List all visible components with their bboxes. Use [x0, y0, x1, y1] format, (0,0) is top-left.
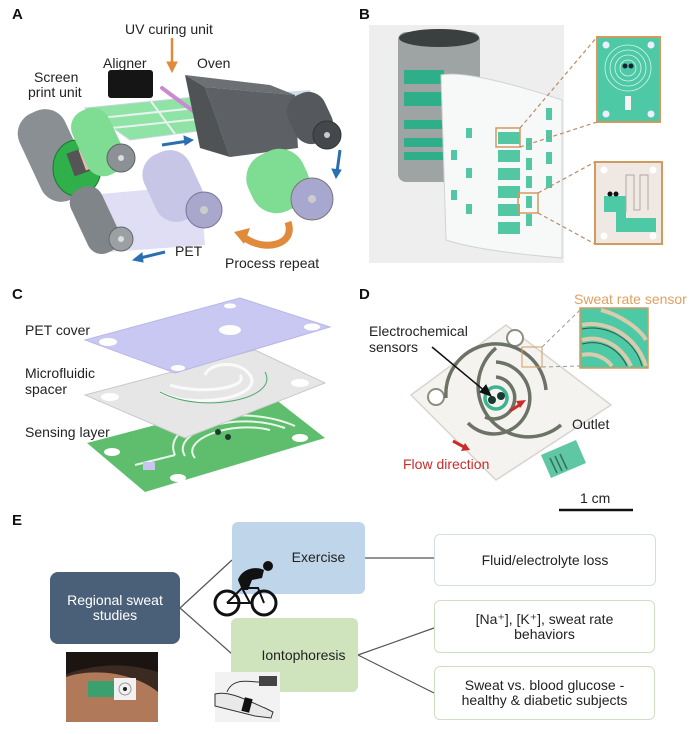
- panel-label-c: C: [12, 286, 23, 303]
- iontophoresis-arm-illustration: [214, 672, 280, 722]
- outlet-label: Outlet: [572, 416, 610, 432]
- pet-label: PET: [175, 243, 203, 259]
- right-top-roller: [286, 91, 342, 150]
- lower-left-roller: [69, 186, 134, 254]
- roll-to-roll-printing-illustration: [17, 38, 342, 263]
- oven-box: [185, 75, 298, 157]
- spiral-channel: [444, 342, 563, 439]
- direction-arrow-icon: [131, 250, 166, 263]
- branch-node-iontophoresis: Iontophoresis: [231, 618, 358, 692]
- flow-arrow-icon: [452, 439, 470, 451]
- outcome-label: Fluid/electrolyte loss: [481, 551, 609, 568]
- forehead-patch-photo: [66, 652, 158, 722]
- outcome-electrolyte-sweat-rate: [Na⁺], [K⁺], sweat rate behaviors: [434, 600, 655, 653]
- flow-direction-label: Flow direction: [403, 456, 490, 472]
- highlight-box: [517, 192, 539, 214]
- sweat-patch-photo: [409, 307, 649, 512]
- cyclist-icon: [213, 561, 278, 617]
- process-repeat-label: Process repeat: [225, 255, 320, 271]
- connector-tab: [541, 440, 586, 478]
- scale-bar-label: 1 cm: [580, 490, 611, 506]
- electrochemical-label-line2: sensors: [369, 339, 419, 355]
- root-node-label-line1: Regional sweat: [67, 592, 163, 608]
- highlight-box: [495, 127, 521, 148]
- branch-label-exercise: Exercise: [291, 549, 346, 565]
- electrochemical-label-line1: Electrochemical: [369, 323, 468, 339]
- printed-sensor-roll-photo: [369, 25, 663, 263]
- branch-label-iontophoresis: Iontophoresis: [261, 646, 346, 663]
- direction-arrow-icon: [161, 135, 195, 147]
- microfluidic-label-line1: Microfluidic: [25, 365, 96, 381]
- outcome-sweat-blood-glucose: Sweat vs. blood glucose - healthy & diab…: [434, 666, 655, 720]
- panel-label-a: A: [12, 6, 23, 23]
- direction-arrow-icon: [331, 149, 342, 180]
- outcome-label: [Na⁺], [K⁺], sweat rate behaviors: [475, 610, 614, 642]
- sensing-layer: [87, 395, 325, 492]
- flow-arrow-icon: [509, 400, 526, 413]
- root-node-label-line2: studies: [92, 607, 138, 623]
- pet-cover-label: PET cover: [25, 322, 91, 338]
- green-roller-1: [71, 107, 136, 177]
- green-roller-2: [246, 148, 334, 221]
- sensing-layer-label: Sensing layer: [25, 424, 110, 440]
- pet-cover-layer: [83, 297, 332, 374]
- panel-label-e: E: [12, 512, 23, 529]
- highlight-box: [521, 346, 543, 368]
- screen-print-label-line1: Screen: [34, 69, 79, 85]
- inset-serpentine-sensor: [594, 161, 663, 245]
- root-node-regional-sweat-studies: Regional sweat studies: [50, 572, 180, 644]
- uv-curing-unit-label: UV curing unit: [125, 21, 213, 37]
- pet-roll: [142, 150, 223, 229]
- panel-label-b: B: [359, 6, 370, 23]
- aligner-label: Aligner: [103, 55, 147, 71]
- inset-spiral-sensor: [596, 36, 661, 123]
- outcome-fluid-electrolyte-loss: Fluid/electrolyte loss: [434, 534, 656, 586]
- sweat-rate-sensor-label: Sweat rate sensor: [574, 291, 687, 307]
- branch-node-exercise: Exercise: [232, 522, 365, 594]
- uv-arrow-icon: [166, 38, 178, 74]
- pointer-arrow-icon: [431, 346, 492, 397]
- screen-print-label-line2: print unit: [28, 84, 82, 100]
- microfluidic-label-line2: spacer: [25, 381, 68, 397]
- outcome-label: Sweat vs. blood glucose - healthy & diab…: [461, 677, 628, 708]
- aligner-block: [108, 70, 153, 98]
- exploded-layer-diagram: [83, 297, 332, 492]
- panel-label-d: D: [359, 286, 370, 303]
- process-repeat-arrow-icon: [234, 220, 293, 249]
- sweat-rate-inset: [579, 307, 649, 369]
- oven-label: Oven: [197, 55, 231, 71]
